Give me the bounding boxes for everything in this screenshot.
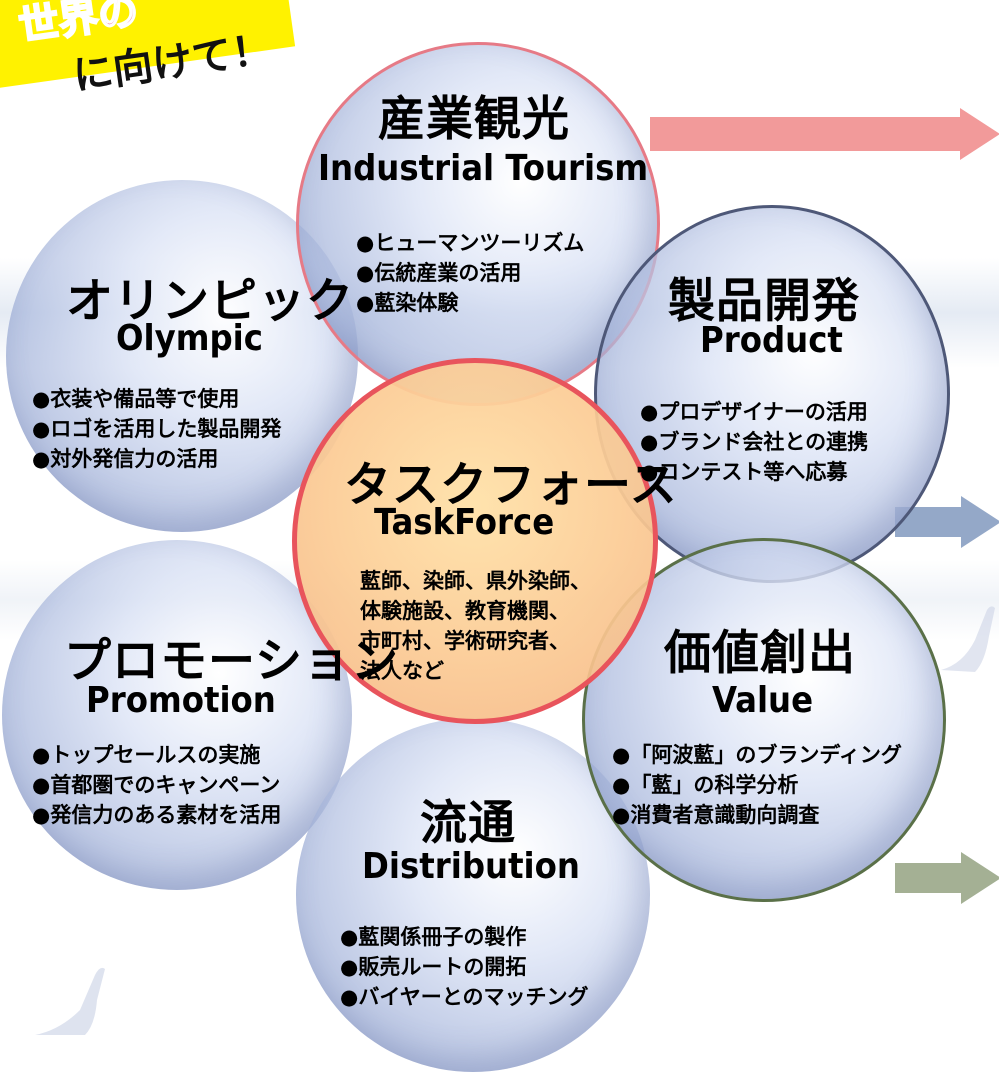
arrow-red	[650, 104, 999, 164]
list-item: ●伝統産業の活用	[356, 261, 522, 285]
distribution-items: ●藍関係冊子の製作 ●販売ルートの開拓 ●バイヤーとのマッチング	[340, 922, 588, 1012]
promotion-items: ●トップセールスの実施 ●首都圏でのキャンペーン ●発信力のある素材を活用	[32, 740, 281, 830]
list-item: ●ロゴを活用した製品開発	[32, 417, 282, 441]
list-item: ●「藍」の科学分析	[612, 773, 799, 797]
value-title: 価値創出	[664, 626, 856, 681]
circle-taskforce	[292, 358, 658, 724]
tourism-title: 産業観光	[378, 92, 570, 147]
product-title: 製品開発	[668, 274, 860, 329]
list-item: 藍師、染師、県外染師、	[360, 569, 591, 593]
list-item: ●プロデザイナーの活用	[640, 400, 868, 424]
list-item: 体験施設、教育機関、	[360, 599, 570, 623]
list-item: ●コンテスト等へ応募	[640, 460, 848, 484]
list-item: ●消費者意識動向調査	[612, 803, 820, 827]
list-item: ●首都圏でのキャンペーン	[32, 773, 281, 797]
olympic-subtitle: Olympic	[116, 318, 263, 359]
list-item: 法人など	[360, 659, 444, 683]
product-items: ●プロデザイナーの活用 ●ブランド会社との連携 ●コンテスト等へ応募	[640, 397, 868, 487]
promotion-title: プロモーション	[64, 634, 400, 689]
list-item: ●藍染体験	[356, 291, 459, 315]
list-item: ●ヒューマンツーリズム	[356, 231, 585, 255]
taskforce-subtitle: TaskForce	[374, 502, 555, 543]
list-item: ●ブランド会社との連携	[640, 430, 869, 454]
high-heel-icon-right	[941, 606, 995, 672]
distribution-subtitle: Distribution	[362, 846, 580, 887]
promotion-subtitle: Promotion	[86, 680, 276, 721]
list-item: ●対外発信力の活用	[32, 447, 219, 471]
list-item: ●「阿波藍」のブランディング	[612, 743, 902, 767]
taskforce-title: タスクフォース	[344, 458, 678, 513]
circle-promotion	[2, 540, 352, 890]
list-item: ●トップセールスの実施	[32, 743, 261, 767]
value-subtitle: Value	[712, 680, 814, 721]
list-item: ●発信力のある素材を活用	[32, 803, 282, 827]
olympic-items: ●衣装や備品等で使用 ●ロゴを活用した製品開発 ●対外発信力の活用	[32, 384, 281, 474]
tourism-subtitle: Industrial Tourism	[318, 148, 649, 189]
taskforce-members: 藍師、染師、県外染師、 体験施設、教育機関、 市町村、学術研究者、 法人など	[360, 566, 591, 686]
arrow-green	[895, 848, 999, 908]
list-item: ●バイヤーとのマッチング	[340, 985, 589, 1009]
distribution-title: 流通	[420, 796, 516, 851]
olympic-title: オリンピック	[66, 274, 354, 329]
list-item: ●衣装や備品等で使用	[32, 387, 240, 411]
list-item: ●藍関係冊子の製作	[340, 925, 527, 949]
high-heel-icon	[35, 967, 105, 1035]
product-subtitle: Product	[700, 320, 843, 361]
value-items: ●「阿波藍」のブランディング ●「藍」の科学分析 ●消費者意識動向調査	[612, 740, 902, 830]
list-item: ●販売ルートの開拓	[340, 955, 527, 979]
tourism-items: ●ヒューマンツーリズム ●伝統産業の活用 ●藍染体験	[356, 228, 584, 318]
list-item: 市町村、学術研究者、	[360, 629, 570, 653]
